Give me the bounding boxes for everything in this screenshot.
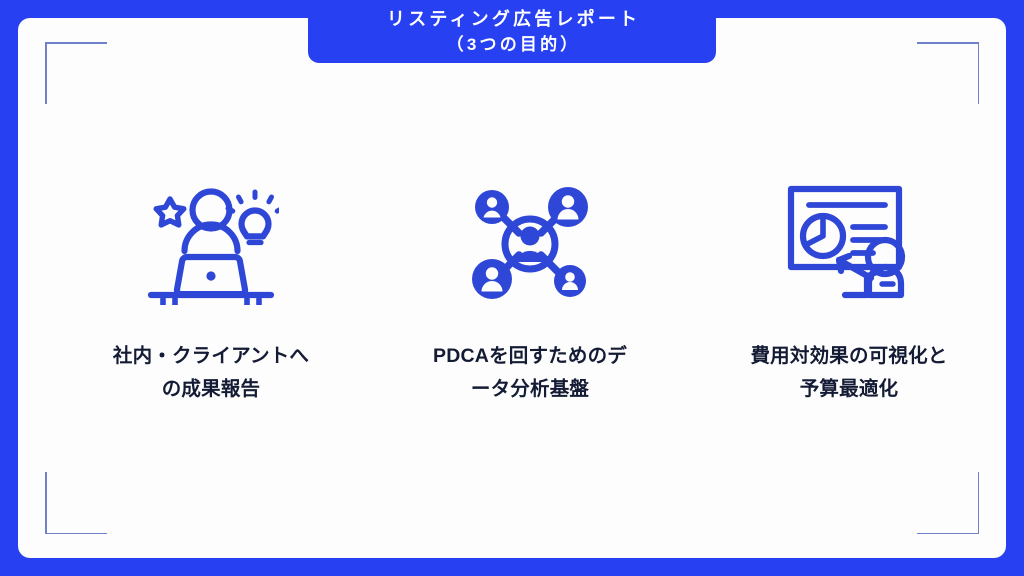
purpose-caption-2-line2: ータ分析基盤 bbox=[470, 378, 590, 400]
purpose-caption-3-line2: 予算最適化 bbox=[799, 378, 899, 400]
corner-bracket-bottom-left bbox=[45, 472, 107, 534]
purpose-caption-2: PDCAを回すためのデ ータ分析基盤 bbox=[405, 340, 655, 406]
title-line-sub: （3つの目的） bbox=[446, 34, 581, 54]
purpose-column-3: 費用対効果の可視化と 予算最適化 bbox=[704, 178, 994, 406]
people-network-icon bbox=[460, 178, 600, 306]
content-card: 社内・クライアントへ の成果報告 bbox=[18, 18, 1006, 558]
purpose-caption-3: 費用対効果の可視化と 予算最適化 bbox=[724, 340, 974, 406]
person-at-laptop-icon bbox=[141, 178, 281, 306]
corner-bracket-bottom-right bbox=[917, 472, 979, 534]
title-line-main: リスティング広告レポート bbox=[386, 8, 641, 29]
purpose-caption-1-line1: 社内・クライアントへ bbox=[112, 345, 310, 367]
purpose-columns: 社内・クライアントへ の成果報告 bbox=[66, 178, 994, 406]
purpose-caption-2-line1: PDCAを回すためのデ bbox=[433, 345, 627, 367]
purpose-caption-3-line1: 費用対効果の可視化と bbox=[750, 345, 948, 367]
title-banner: リスティング広告レポート （3つの目的） bbox=[308, 0, 716, 63]
purpose-column-2: PDCAを回すためのデ ータ分析基盤 bbox=[385, 178, 675, 406]
corner-bracket-top-right bbox=[917, 42, 979, 104]
corner-bracket-top-left bbox=[45, 42, 107, 104]
purpose-column-1: 社内・クライアントへ の成果報告 bbox=[66, 178, 356, 406]
purpose-caption-1: 社内・クライアントへ の成果報告 bbox=[86, 340, 336, 406]
purpose-caption-1-line2: の成果報告 bbox=[161, 378, 261, 400]
presentation-chart-person-icon bbox=[779, 178, 919, 306]
